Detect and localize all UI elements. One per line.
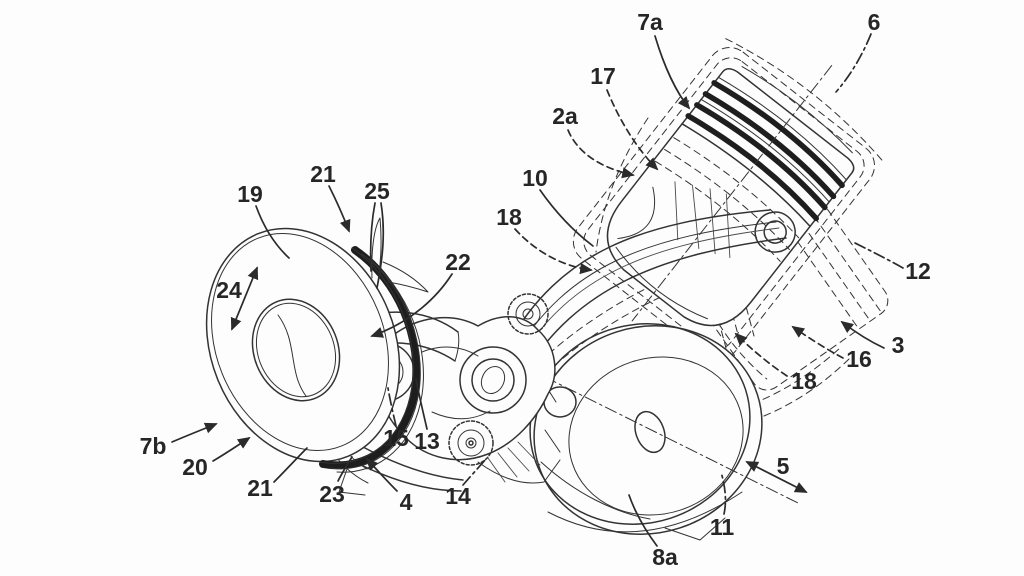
ref-label-4: 4 bbox=[400, 489, 413, 515]
motion-arrow-24 bbox=[230, 266, 259, 331]
leader-8a bbox=[628, 494, 658, 547]
horn-spike bbox=[371, 217, 382, 283]
ref-label-20: 20 bbox=[182, 454, 208, 480]
crank-axis-hole bbox=[634, 410, 666, 454]
ref-label-19: 19 bbox=[237, 181, 263, 207]
leader-4 bbox=[365, 457, 398, 492]
leader-22 bbox=[370, 273, 453, 338]
leader-2a bbox=[567, 129, 635, 179]
piston-assembly bbox=[572, 38, 884, 360]
horn-wing bbox=[382, 261, 429, 293]
main-bearing bbox=[459, 346, 527, 414]
leader-10 bbox=[539, 189, 594, 247]
ref-label-3: 3 bbox=[892, 332, 905, 358]
leader-25 bbox=[369, 202, 376, 272]
cylinder-axis-line bbox=[631, 65, 833, 322]
ref-label-21-bottom: 21 bbox=[247, 475, 273, 501]
ref-label-17: 17 bbox=[590, 63, 616, 89]
leader-3 bbox=[840, 320, 885, 349]
leader-7b bbox=[171, 422, 218, 443]
ref-label-5: 5 bbox=[777, 453, 790, 479]
ref-label-10: 10 bbox=[522, 165, 548, 191]
ref-label-13: 13 bbox=[414, 428, 440, 454]
lower-gear bbox=[448, 420, 494, 466]
leader-7a bbox=[654, 35, 691, 110]
leader-18-right bbox=[734, 332, 788, 377]
piston-pin-boss bbox=[754, 211, 796, 253]
motion-arrow-5 bbox=[745, 461, 808, 493]
ref-label-2a: 2a bbox=[552, 103, 578, 129]
ref-label-15: 15 bbox=[383, 425, 409, 451]
ref-label-7b: 7b bbox=[140, 433, 167, 459]
leader-21-top bbox=[328, 185, 351, 233]
leader-6 bbox=[835, 33, 872, 93]
ref-label-18-left: 18 bbox=[496, 204, 522, 230]
ref-label-18-right: 18 bbox=[791, 368, 817, 394]
ref-label-7a: 7a bbox=[637, 9, 663, 35]
leader-13 bbox=[415, 378, 428, 430]
ref-label-14: 14 bbox=[445, 483, 471, 509]
leader-20 bbox=[212, 436, 251, 462]
counterweight-hole bbox=[251, 298, 341, 402]
crank-disc bbox=[529, 323, 799, 541]
ref-label-23: 23 bbox=[319, 481, 345, 507]
leader-12 bbox=[854, 242, 904, 269]
piston-body bbox=[606, 67, 855, 327]
leader-17 bbox=[606, 89, 659, 171]
ref-label-11: 11 bbox=[710, 514, 735, 540]
leader-19 bbox=[255, 205, 290, 259]
ref-label-24: 24 bbox=[216, 277, 242, 303]
upper-gear bbox=[507, 293, 549, 335]
leader-25-b bbox=[376, 202, 385, 289]
ref-label-22: 22 bbox=[445, 249, 471, 275]
ref-label-16: 16 bbox=[846, 346, 872, 372]
ref-label-8a: 8a bbox=[652, 544, 678, 570]
leader-16 bbox=[791, 325, 844, 359]
leader-18-left bbox=[514, 228, 593, 275]
ref-label-21-top: 21 bbox=[310, 161, 336, 187]
leader-23 bbox=[337, 456, 353, 482]
leader-15 bbox=[387, 387, 397, 427]
ref-label-12: 12 bbox=[905, 258, 931, 284]
leader-21-bottom bbox=[273, 447, 308, 483]
leader-11 bbox=[720, 471, 727, 515]
ref-label-6: 6 bbox=[868, 9, 881, 35]
ref-label-25: 25 bbox=[364, 178, 390, 204]
leader-14 bbox=[462, 458, 487, 486]
drawing-layer bbox=[205, 38, 889, 541]
